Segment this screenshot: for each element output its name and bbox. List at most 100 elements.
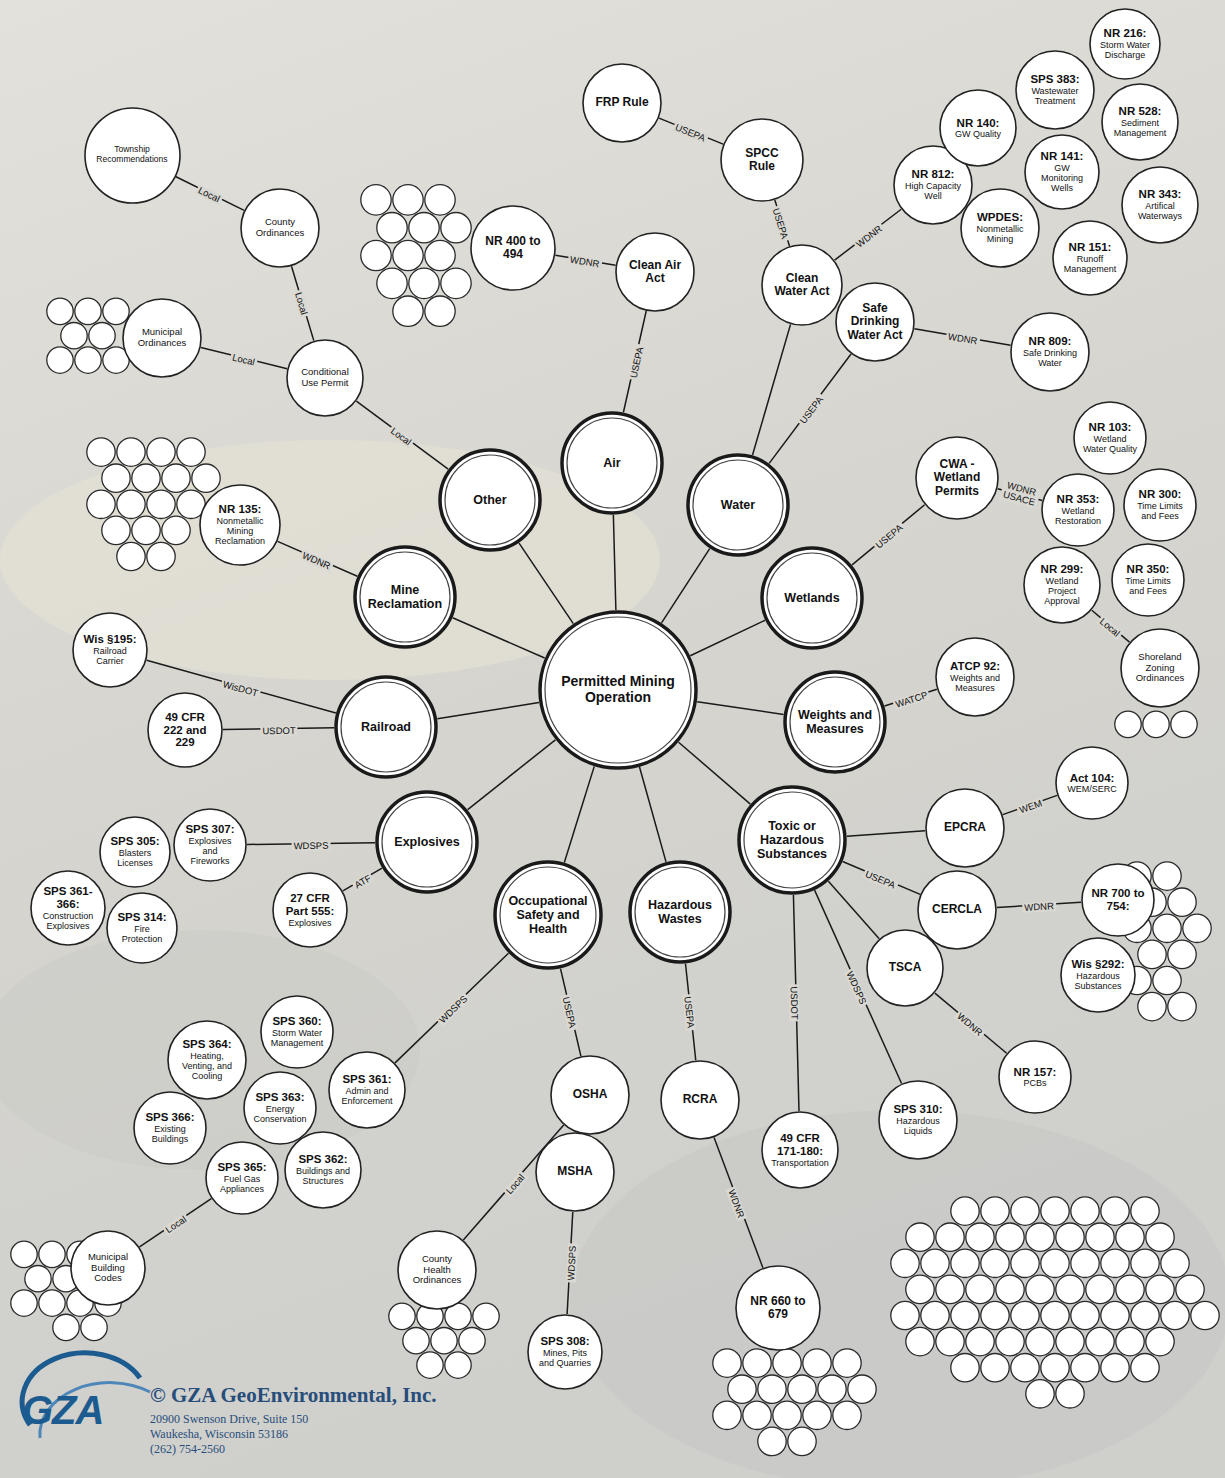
node-text-holder: Act 104:WEM/SERC — [1065, 772, 1120, 795]
inner-ring — [790, 677, 880, 767]
agency-label: WDNR — [299, 549, 334, 572]
node-body: Wastewater Treatment — [1025, 86, 1084, 106]
inner-ring — [500, 867, 596, 963]
gravel-circle — [1071, 1197, 1099, 1225]
gravel-circle — [389, 1303, 415, 1329]
node-text-holder: Township Recommendations — [96, 145, 168, 164]
connector — [453, 618, 545, 658]
category-circle: Wetlands — [760, 546, 864, 650]
outline — [123, 299, 201, 377]
outer-ring — [630, 862, 730, 962]
outline — [916, 437, 998, 519]
node-heading: NR 300: — [1133, 488, 1188, 501]
connector — [437, 703, 539, 719]
gravel-circle — [361, 185, 391, 215]
node-heading: SPS 305: — [108, 835, 161, 848]
gravel-circle — [951, 1197, 979, 1225]
node-body: Transportation — [771, 1158, 829, 1168]
outline — [1122, 167, 1198, 243]
node-heading: Permitted Mining Operation — [559, 674, 677, 705]
outline — [273, 873, 347, 947]
node-body: Nonmetallic Mining Reclamation — [210, 516, 271, 546]
agency-label: USDOT — [260, 725, 297, 736]
node-text-holder: WPDES:Nonmetallic Mining — [970, 211, 1029, 244]
node-text-holder: NR 157:PCBs — [1008, 1066, 1063, 1089]
node-heading: 49 CFR 222 and 229 — [157, 711, 213, 750]
outline — [999, 1041, 1071, 1113]
outline — [583, 64, 661, 142]
gravel-circle — [47, 298, 73, 324]
node-body: Storm Water Discharge — [1098, 40, 1151, 60]
outline — [721, 119, 803, 201]
agency-label: WDNR — [945, 331, 980, 347]
node-text-holder: Occupational Safety and Health — [507, 894, 588, 936]
node-heading: Hazardous Wastes — [642, 898, 719, 926]
node-body: Safe Drinking Water — [1020, 348, 1079, 368]
regulation-circle: SPS 362:Buildings and Structures — [284, 1131, 362, 1209]
agency-label: WEM — [1016, 798, 1045, 817]
phone-text: (262) 754-2560 — [150, 1442, 225, 1457]
outline — [1121, 629, 1199, 707]
node-text-holder: Hazardous Wastes — [642, 898, 719, 926]
outline — [329, 1052, 405, 1128]
node-heading: SPS 310: — [888, 1103, 947, 1116]
agency-label: USEPA — [681, 994, 695, 1030]
gravel-circle — [1176, 1275, 1204, 1303]
node-heading: SPS 383: — [1025, 73, 1084, 86]
outline — [879, 1081, 957, 1159]
node-text-holder: Permitted Mining Operation — [559, 674, 677, 705]
node-text-holder: Air — [574, 456, 651, 470]
category-circle: Toxic or Hazardous Substances — [737, 785, 847, 895]
connector — [140, 1199, 212, 1247]
gravel-circle — [728, 1375, 756, 1403]
node-heading: Safe Drinking Water Act — [845, 302, 904, 342]
address-text: 20900 Swenson Drive, Suite 150 — [150, 1412, 308, 1427]
edge-label-holder: WEM — [1014, 792, 1046, 818]
gravel-circle — [441, 268, 471, 298]
connector — [828, 881, 879, 939]
ordinance-circle: County Ordinances — [240, 188, 320, 268]
node-heading: NR 350: — [1121, 563, 1176, 576]
edge-label-holder: WDNR — [952, 1005, 989, 1040]
gravel-circle — [1071, 1301, 1099, 1329]
outline — [736, 1266, 820, 1350]
boulder-shade — [570, 1110, 1225, 1478]
node-heading: Wetlands — [774, 591, 851, 605]
gravel-circle — [1131, 1354, 1159, 1382]
gravel-circle — [1146, 1223, 1174, 1251]
gravel-circle — [177, 438, 205, 466]
edge-label-holder: USEPA — [862, 863, 902, 893]
gravel-circle — [1026, 1327, 1054, 1355]
gravel-circle — [361, 240, 391, 270]
outer-ring — [336, 677, 436, 777]
category-circle: Air — [560, 411, 664, 515]
regulation-circle: NR 141:GW Monitoring Wells — [1024, 134, 1100, 210]
gravel-circle — [39, 1290, 65, 1316]
outer-ring — [495, 862, 601, 968]
edge-label-holder: USEPA — [792, 389, 828, 428]
outline — [867, 930, 943, 1006]
node-heading: County Ordinances — [250, 217, 309, 238]
regulation-circle: SPS 361-366:Construction Explosives — [30, 870, 106, 946]
outer-ring — [785, 672, 885, 772]
outline — [168, 1021, 246, 1099]
gravel-circle — [425, 296, 455, 326]
outline — [1074, 402, 1146, 474]
node-heading: RCRA — [670, 1093, 729, 1106]
gravel-circle — [409, 268, 439, 298]
regulation-circle: SPS 308:Mines, Pits and Quarries — [527, 1314, 603, 1390]
gravel-circle — [1138, 940, 1166, 968]
agency-label: WDNR — [853, 222, 886, 251]
node-body: GW Quality — [949, 129, 1007, 139]
gravel-circle — [1086, 1275, 1114, 1303]
act-circle: Safe Drinking Water Act — [835, 282, 915, 362]
agency-label: Local — [195, 185, 224, 206]
connector — [662, 549, 710, 623]
outline — [1090, 9, 1160, 79]
node-text-holder: Shoreland Zoning Ordinances — [1130, 652, 1189, 684]
node-text-holder: SPS 314:Fire Protection — [115, 911, 168, 944]
agency-label: WisDOT — [220, 678, 261, 699]
gravel-circle — [1168, 888, 1196, 916]
gravel-circle — [39, 1241, 65, 1267]
